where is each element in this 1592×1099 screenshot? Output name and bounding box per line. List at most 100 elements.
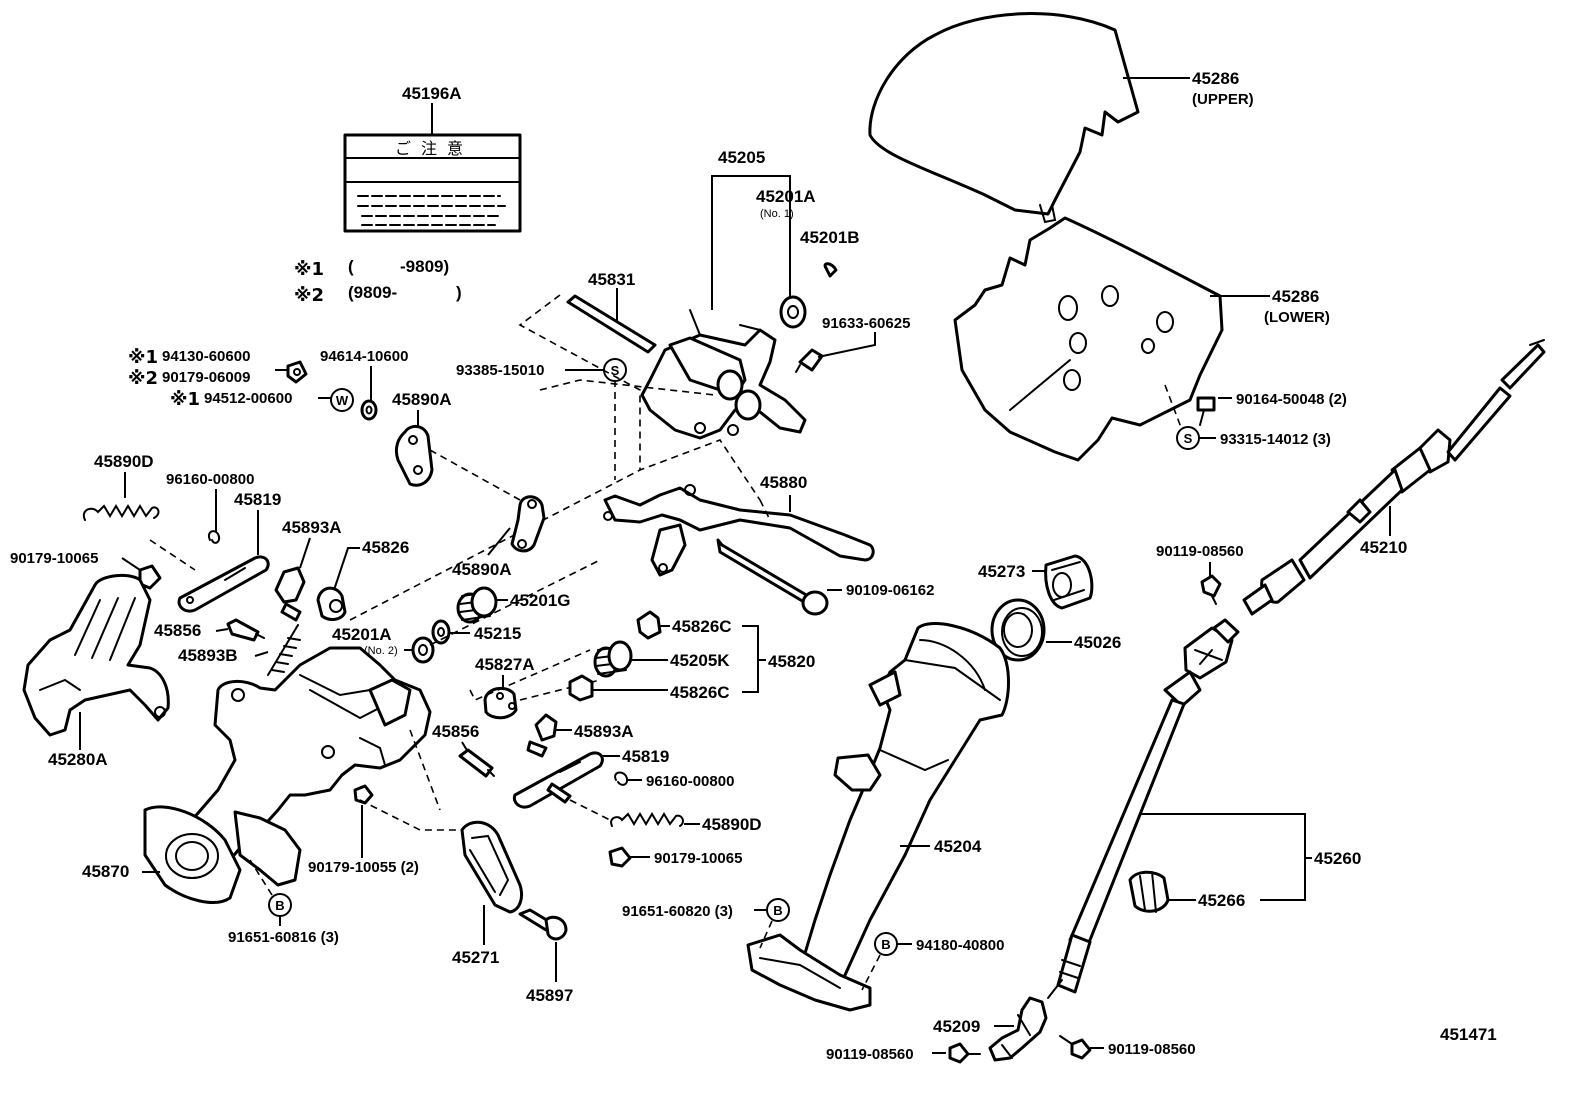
lower-column-cover xyxy=(953,216,1224,462)
label-45819-1: 45819 xyxy=(234,490,281,509)
spring-45890D-2 xyxy=(610,812,684,827)
bolt-90119-a xyxy=(1200,574,1222,605)
symbol-b-91651-60820 xyxy=(766,898,790,922)
label-93385-15010: 93385-15010 xyxy=(456,362,544,379)
label-45196A: 45196A xyxy=(402,84,462,103)
label-45856-2: 45856 xyxy=(432,722,479,741)
label-96160-00800-1: 96160-00800 xyxy=(166,471,254,488)
washer-94614 xyxy=(360,399,378,421)
label-45201G: 45201G xyxy=(510,591,571,610)
diagram-number: 451471 xyxy=(1440,1025,1497,1044)
label-45201B: 45201B xyxy=(800,228,860,247)
label-45215: 45215 xyxy=(474,624,521,643)
note-mark-2: ※2 xyxy=(294,285,324,306)
bracket-45280A xyxy=(22,573,170,737)
label-90179-10055: 90179-10055 (2) xyxy=(308,859,419,876)
label-91651-60816: 91651-60816 (3) xyxy=(228,929,339,946)
nut-90179-10055 xyxy=(353,784,374,805)
clip-96160-2 xyxy=(614,771,628,786)
label-45201A-no2: 45201A xyxy=(332,625,392,644)
label-94512-00600: 94512-00600 xyxy=(204,390,292,407)
main-shaft-45210 xyxy=(1242,339,1546,616)
label-90164-50048: 90164-50048 (2) xyxy=(1236,391,1347,408)
spring-45890D-1 xyxy=(82,504,160,521)
lever-45819-1 xyxy=(177,555,270,613)
tilt-bracket-45205 xyxy=(640,309,807,440)
collar-45826C-1 xyxy=(636,610,662,640)
bearing-45273 xyxy=(1044,554,1094,610)
label-45890D-1: 45890D xyxy=(94,452,154,471)
label-45826C-2: 45826C xyxy=(670,683,730,702)
label-45826C-1: 45826C xyxy=(672,617,732,636)
bolt-45856-2 xyxy=(458,748,494,778)
label-96160-00800-2: 96160-00800 xyxy=(646,773,734,790)
label-45893A-1: 45893A xyxy=(282,518,342,537)
label-45890A-2: 45890A xyxy=(452,560,512,579)
label-45880: 45880 xyxy=(760,473,807,492)
label-45890D-2: 45890D xyxy=(702,815,762,834)
lever-45890A-2 xyxy=(510,495,546,553)
label-94614-10600: 94614-10600 xyxy=(320,348,408,365)
note-range-2: ) xyxy=(456,283,462,302)
boot-45266 xyxy=(1128,870,1170,913)
label-45204: 45204 xyxy=(934,837,982,856)
label-90119-08560-b: 90119-08560 xyxy=(826,1046,914,1063)
label-45205: 45205 xyxy=(718,148,765,167)
stopper-45827A xyxy=(483,686,518,720)
label-90179-06009: 90179-06009 xyxy=(162,369,250,386)
upper-column-cover xyxy=(868,12,1140,224)
symbol-b-text-91651-60820: B xyxy=(773,903,782,918)
label-90119-08560-a: 90119-08560 xyxy=(1156,543,1244,560)
symbol-w-text-94512: W xyxy=(336,393,349,408)
nut-90179-10065-2 xyxy=(608,846,632,868)
label-45209: 45209 xyxy=(933,1017,980,1036)
label-94130-60600: 94130-60600 xyxy=(162,348,250,365)
bushing-45201A-no1 xyxy=(779,295,807,329)
label-45827A: 45827A xyxy=(475,655,535,674)
label-45897: 45897 xyxy=(526,986,573,1005)
bolt-90109 xyxy=(716,538,829,616)
label-90179-10065-2: 90179-10065 xyxy=(654,850,742,867)
symbol-s-text-93385: S xyxy=(611,363,620,378)
lever-45890A-1 xyxy=(394,425,434,487)
label-45831: 45831 xyxy=(588,270,635,289)
washer-45215 xyxy=(431,619,451,645)
pawl-45893A-2 xyxy=(526,713,558,758)
label-45893B: 45893B xyxy=(178,646,238,665)
tilt-lever-45880 xyxy=(603,484,875,577)
column-tube-45204 xyxy=(746,622,1010,1012)
bushing-45201A-no2 xyxy=(411,636,435,664)
note-open-2: (9809- xyxy=(348,283,397,302)
label-45893A-2: 45893A xyxy=(574,722,634,741)
label-94180-40800: 94180-40800 xyxy=(916,937,1004,954)
mark-94130: ※1 xyxy=(128,347,158,368)
label-45286-upper: 45286 xyxy=(1192,69,1239,88)
clip-45201B xyxy=(823,262,838,278)
label-45286-lower-note: (LOWER) xyxy=(1264,309,1330,326)
mark-90179-06009: ※2 xyxy=(128,368,158,389)
label-90179-10065-1: 90179-10065 xyxy=(10,550,98,567)
label-45826: 45826 xyxy=(362,538,409,557)
symbol-s-text-93315: S xyxy=(1184,431,1193,446)
label-91651-60820: 91651-60820 (3) xyxy=(622,903,733,920)
label-45890A-1: 45890A xyxy=(392,390,452,409)
bolt-90119-b xyxy=(948,1042,981,1064)
pin-45831 xyxy=(566,294,657,354)
label-45201A-no1-note: (No. 1) xyxy=(760,208,794,220)
note-open-1: ( xyxy=(348,257,354,276)
label-45819-2: 45819 xyxy=(622,747,669,766)
label-45280A: 45280A xyxy=(48,750,108,769)
screw-90164 xyxy=(1196,396,1216,426)
spring-45205K xyxy=(593,640,633,678)
label-45273: 45273 xyxy=(978,562,1025,581)
intermediate-shaft-45260 xyxy=(1047,618,1240,999)
label-45026: 45026 xyxy=(1074,633,1121,652)
label-45271: 45271 xyxy=(452,948,499,967)
label-90109-06162: 90109-06162 xyxy=(846,582,934,599)
symbol-w-94512 xyxy=(330,388,354,412)
mark-94512: ※1 xyxy=(170,389,200,410)
label-45205K: 45205K xyxy=(670,651,730,670)
label-45856-1: 45856 xyxy=(154,621,201,640)
clip-96160-1 xyxy=(208,530,221,544)
pawl-45893A-1 xyxy=(274,566,306,622)
